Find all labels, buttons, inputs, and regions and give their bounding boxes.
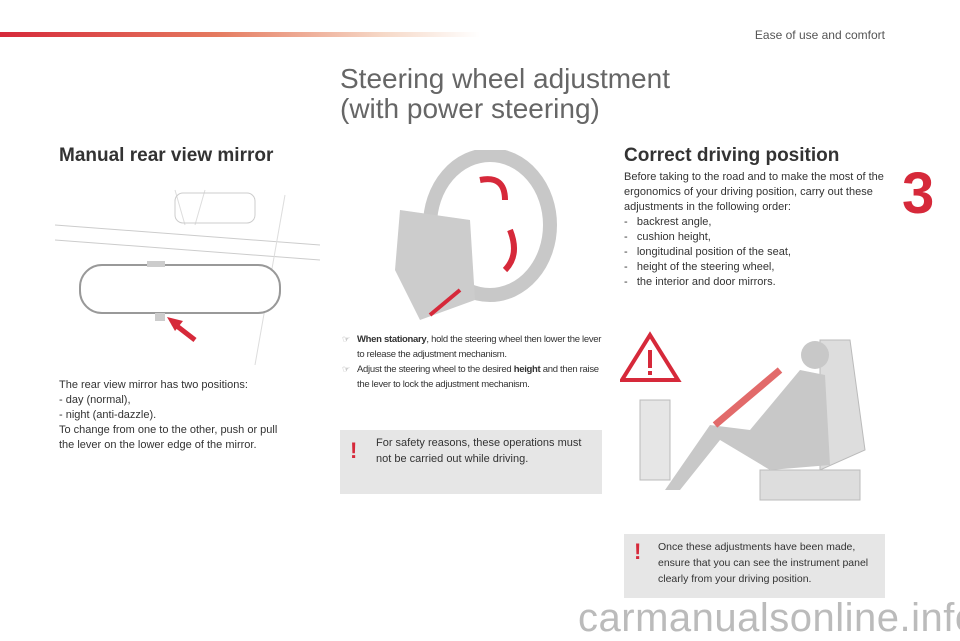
warning-icon: ! xyxy=(634,539,642,564)
safety-warning: ! For safety reasons, these operations m… xyxy=(340,430,602,494)
driving-heading: Correct driving position xyxy=(624,145,840,166)
chapter-number: 3 xyxy=(902,161,935,226)
driving-position-illustration xyxy=(620,331,866,501)
header-accent-bar xyxy=(0,32,480,37)
mirror-heading: Manual rear view mirror xyxy=(59,145,274,166)
page-title: Steering wheel adjustment(with power ste… xyxy=(340,63,670,124)
step-item: ☞When stationary, hold the steering whee… xyxy=(342,334,602,360)
steering-wheel-illustration xyxy=(395,150,557,320)
driving-text: Before taking to the road and to make th… xyxy=(624,171,884,288)
mirror-illustration xyxy=(55,189,320,365)
section-title: Ease of use and comfort xyxy=(754,28,885,42)
watermark: carmanualsonline.info xyxy=(578,596,960,640)
warning-icon: ! xyxy=(350,438,358,463)
pointing-hand-icon: ☞ xyxy=(342,334,350,344)
pointing-hand-icon: ☞ xyxy=(342,364,350,374)
step-item: ☞Adjust the steering wheel to the desire… xyxy=(342,364,599,390)
mirror-text: The rear view mirror has two positions:-… xyxy=(59,379,278,451)
adjustment-note: ! Once these adjustments have been made,… xyxy=(624,534,885,598)
steering-steps: ☞When stationary, hold the steering whee… xyxy=(342,332,607,392)
